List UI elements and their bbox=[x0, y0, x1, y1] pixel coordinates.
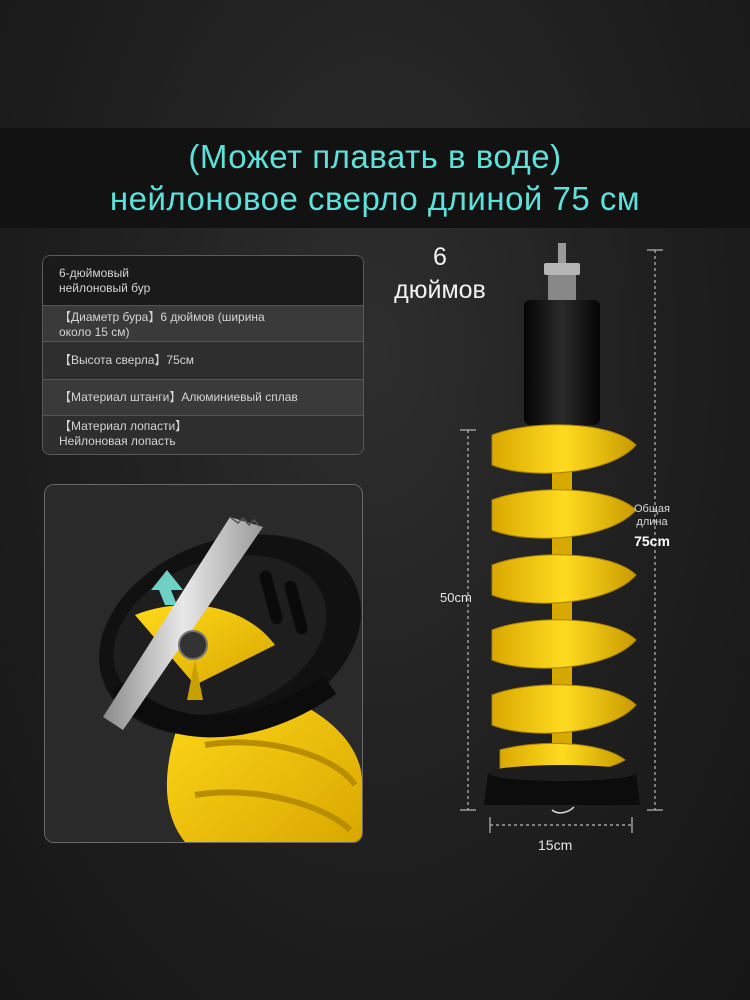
spec-row-shaft-material: 【Материал штанги】Алюминиевый сплав bbox=[43, 380, 363, 416]
spec-shaft-text: 【Материал штанги】Алюминиевый сплав bbox=[59, 390, 298, 404]
spec-blade-line1: 【Материал лопасти】 bbox=[59, 419, 188, 433]
spec-card: 6-дюймовый нейлоновый бур 【Диаметр бура】… bbox=[42, 255, 364, 455]
spec-type-line1: 6-дюймовый bbox=[59, 266, 130, 280]
size-unit: дюймов bbox=[394, 276, 486, 304]
spec-type-line2: нейлоновый бур bbox=[59, 281, 151, 295]
spec-row-height: 【Высота сверла】75см bbox=[43, 342, 363, 380]
spec-diameter-line1: 【Диаметр бура】6 дюймов (ширина bbox=[59, 310, 265, 324]
title-band bbox=[0, 128, 750, 228]
auger-length-label: 50cm bbox=[440, 590, 472, 605]
total-length-label-2: длина bbox=[636, 516, 668, 528]
spec-row-diameter: 【Диаметр бура】6 дюймов (ширина около 15 … bbox=[43, 306, 363, 342]
title-line-1: (Может плавать в воде) bbox=[188, 138, 562, 175]
total-length-value: 75cm bbox=[634, 533, 670, 549]
size-number: 6 bbox=[433, 243, 447, 271]
spec-diameter-line2: около 15 см) bbox=[59, 325, 130, 339]
spec-row-type: 6-дюймовый нейлоновый бур bbox=[43, 256, 363, 306]
auger-illustration bbox=[460, 243, 663, 833]
total-length-label: Общая длина bbox=[612, 503, 692, 529]
spec-blade-line2: Нейлоновая лопасть bbox=[59, 434, 176, 448]
diameter-label: 15cm bbox=[538, 837, 573, 853]
total-length-label-1: Общая bbox=[634, 503, 670, 515]
title-line-2: нейлоновое сверло длиной 75 см bbox=[109, 180, 641, 217]
spec-row-blade-material: 【Материал лопасти】 Нейлоновая лопасть bbox=[43, 416, 363, 454]
spec-height-text: 【Высота сверла】75см bbox=[59, 353, 194, 367]
blade-closeup-image bbox=[44, 484, 363, 843]
blade-closeup-illustration bbox=[45, 485, 362, 842]
size-label: 6 дюймов bbox=[380, 241, 500, 307]
